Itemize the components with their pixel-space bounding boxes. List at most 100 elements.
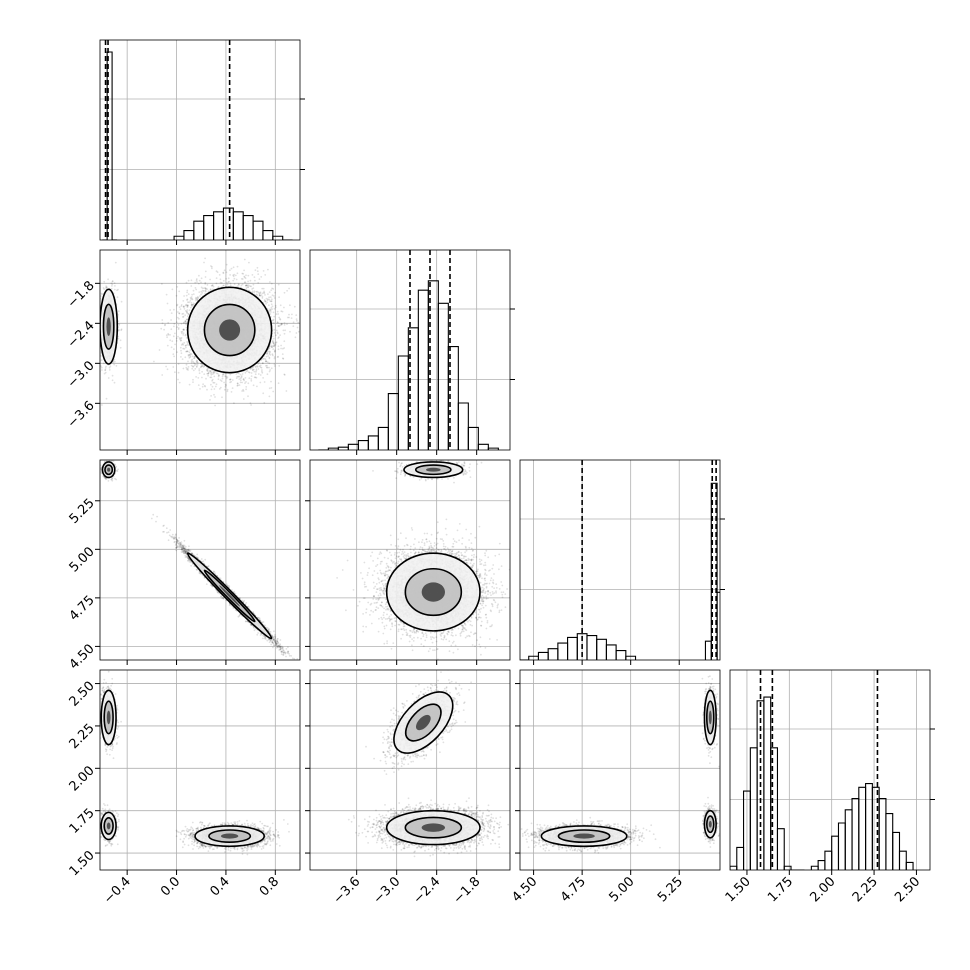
scatter-point [180,339,183,342]
contour-level [106,317,111,336]
scatter-point [215,372,218,375]
scatter-point [184,309,187,312]
scatter-point [117,310,120,313]
scatter-point [263,357,266,360]
scatter-point [185,322,188,324]
scatter-point [257,282,260,284]
scatter-point [283,347,286,349]
scatter-point [268,304,270,307]
histogram-bar [878,798,887,870]
scatter-point [297,321,300,324]
scatter-point [167,333,170,336]
scatter-point [256,385,258,388]
scatter-point [105,285,107,288]
scatter-point [175,337,178,340]
scatter-point [222,284,225,287]
histogram-bar [183,230,195,240]
scatter-point [226,283,229,286]
scatter-point [210,284,213,287]
scatter-point [180,337,183,339]
scatter-point [203,365,206,367]
scatter-point [272,390,275,393]
scatter-point [273,344,276,346]
scatter-point [236,382,239,385]
scatter-point [238,378,241,380]
scatter-point [224,383,227,386]
scatter-point [266,366,269,369]
scatter-point [255,369,258,372]
scatter-point [224,375,227,377]
scatter-point [166,368,169,371]
scatter-point [165,334,168,337]
scatter-point [242,398,245,400]
histogram-bar [252,220,264,240]
scatter-point [281,353,284,355]
scatter-point [238,375,241,378]
scatter-point [207,372,210,375]
scatter-point [186,291,189,294]
histogram-bar [817,860,826,870]
scatter-point [192,381,194,383]
scatter-point [180,356,182,358]
scatter-point [165,293,168,296]
scatter-point [175,321,178,324]
scatter-point [276,331,279,334]
scatter-point [229,378,232,381]
histogram-bar [203,215,215,240]
histogram-bar [547,648,559,660]
scatter-point [199,388,201,390]
histogram-bar [831,835,840,870]
scatter-point [247,284,250,287]
scatter-point [174,371,176,374]
scatter-point [250,375,253,377]
scatter-point [164,324,166,327]
scatter-point [262,392,265,395]
scatter-point [201,287,204,290]
scatter-point [275,342,277,344]
scatter-point [211,385,214,388]
scatter-point [286,316,289,319]
scatter-point [98,335,100,337]
scatter-point [279,318,282,321]
scatter-point [221,396,223,399]
histogram-bar [447,346,459,450]
scatter-point [186,311,188,313]
scatter-point [98,339,100,341]
scatter-point [261,292,264,295]
scatter-point [97,305,99,307]
scatter-point [265,355,268,358]
scatter-point [247,382,250,385]
scatter-point [261,371,264,374]
scatter-point [102,287,105,289]
scatter-point [206,372,209,375]
scatter-point [193,362,196,365]
scatter-point [250,285,253,288]
panel-frame [519,459,721,661]
scatter-point [187,279,190,282]
scatter-point [103,280,106,283]
scatter-point [186,344,189,346]
scatter-point [262,358,264,360]
scatter-point [186,318,189,321]
scatter-point [204,270,207,273]
scatter-point [270,298,273,301]
scatter-point [223,269,226,272]
histogram-bar [586,635,598,660]
scatter-point [201,370,204,373]
scatter-point [259,364,262,367]
scatter-point [268,291,271,293]
scatter-point [249,279,252,282]
scatter-point [266,351,269,354]
scatter-point [165,365,168,368]
scatter-point [177,371,180,374]
pair-panel-0-1: −3.6−3.0−2.4−1.8 [65,249,301,455]
scatter-point [253,370,256,373]
scatter-point [225,377,228,380]
scatter-point [187,366,190,368]
scatter-point [268,357,271,360]
scatter-point [271,354,274,357]
scatter-point [105,365,107,368]
scatter-point [197,282,200,285]
scatter-point [104,369,106,371]
scatter-point [265,360,267,363]
